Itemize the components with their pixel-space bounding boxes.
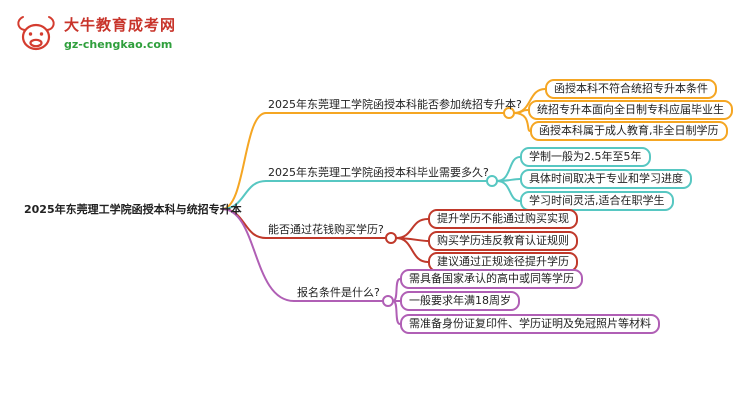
logo-domain: gz-chengkao.com: [64, 38, 173, 51]
answer-node[interactable]: 购买学历违反教育认证规则: [428, 231, 578, 251]
question-node-4[interactable]: 报名条件是什么?: [297, 286, 380, 299]
answer-node[interactable]: 函授本科不符合统招专升本条件: [545, 79, 717, 99]
answer-node[interactable]: 提升学历不能通过购买实现: [428, 209, 578, 229]
answer-node[interactable]: 具体时间取决于专业和学习进度: [520, 169, 692, 189]
answer-node[interactable]: 需具备国家承认的高中或同等学历: [400, 269, 583, 289]
answer-node[interactable]: 统招专升本面向全日制专科应届毕业生: [528, 100, 733, 120]
question-node-1[interactable]: 2025年东莞理工学院函授本科能否参加统招专升本?: [268, 98, 522, 111]
answer-node[interactable]: 学习时间灵活,适合在职学生: [520, 191, 674, 211]
bull-icon: [14, 14, 58, 58]
site-logo[interactable]: 大牛教育成考网 gz-chengkao.com: [14, 14, 176, 58]
question-node-3[interactable]: 能否通过花钱购买学历?: [268, 223, 384, 236]
answer-node[interactable]: 一般要求年满18周岁: [400, 291, 520, 311]
question-node-2[interactable]: 2025年东莞理工学院函授本科毕业需要多久?: [268, 166, 489, 179]
answer-node[interactable]: 需准备身份证复印件、学历证明及免冠照片等材料: [400, 314, 660, 334]
answer-node[interactable]: 建议通过正规途径提升学历: [428, 252, 578, 272]
answer-node[interactable]: 学制一般为2.5年至5年: [520, 147, 651, 167]
logo-text-block: 大牛教育成考网 gz-chengkao.com: [64, 14, 176, 51]
root-node[interactable]: 2025年东莞理工学院函授本科与统招专升本: [24, 203, 242, 216]
logo-title: 大牛教育成考网: [64, 16, 177, 34]
answer-node[interactable]: 函授本科属于成人教育,非全日制学历: [530, 121, 728, 141]
